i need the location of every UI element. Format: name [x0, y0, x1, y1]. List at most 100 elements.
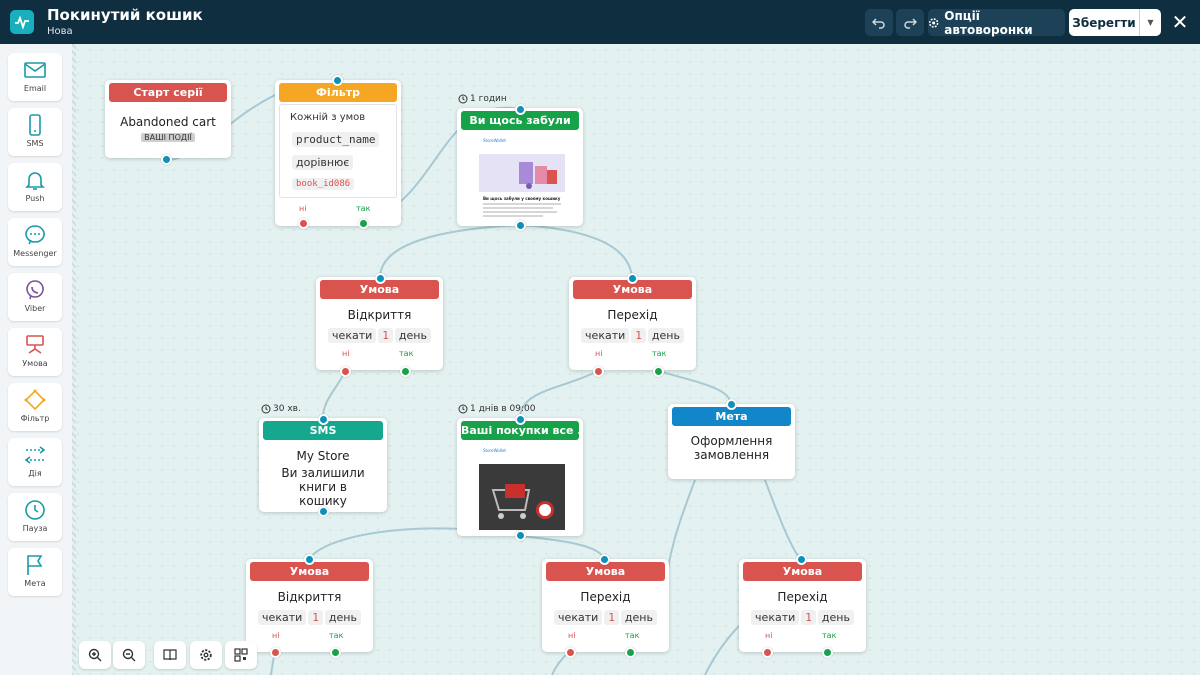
condition-node-3[interactable]: Умова Відкриття чекати 1 день ні так: [246, 559, 373, 652]
sms-sender: My Store: [296, 449, 350, 463]
start-node[interactable]: Старт серії Abandoned cart ВАШІ ПОДІЇ: [105, 80, 231, 158]
guide-button[interactable]: [154, 641, 186, 669]
email-brand: StoreWallet: [483, 138, 506, 143]
status-label: Нова: [47, 26, 73, 37]
wait-unit: день: [647, 328, 684, 343]
cond4-yes-port[interactable]: [625, 647, 636, 658]
tool-push[interactable]: Push: [8, 163, 62, 211]
wait-period: чекати 1 день: [739, 610, 866, 625]
viber-icon: [26, 280, 44, 300]
condition-node-1[interactable]: Умова Відкриття чекати 1 день ні так: [316, 277, 443, 370]
clock-icon: [458, 94, 468, 104]
sms-output-port[interactable]: [318, 506, 329, 517]
condition-type: Перехід: [607, 308, 658, 322]
filter-node[interactable]: Фільтр Кожній з умов product_name дорівн…: [275, 80, 401, 226]
tool-condition[interactable]: Умова: [8, 328, 62, 376]
undo-button[interactable]: [865, 9, 893, 36]
node-header: SMS: [263, 421, 383, 440]
start-output-port[interactable]: [161, 154, 172, 165]
zoom-in-button[interactable]: [79, 641, 111, 669]
email-text-line: [483, 215, 543, 217]
tool-messenger[interactable]: Messenger: [8, 218, 62, 266]
cond5-no-port[interactable]: [762, 647, 773, 658]
delay-label: 30 хв.: [273, 404, 301, 414]
sms-node[interactable]: SMS My Store Ви залишили книги в кошику: [259, 418, 387, 512]
email2-output-port[interactable]: [515, 530, 526, 541]
node-header: Умова: [320, 280, 439, 299]
delay-label: 1 днів в 09:00: [470, 404, 536, 414]
wait-number: 1: [378, 328, 393, 343]
clock-icon: [261, 404, 271, 414]
filter-value: book_id086: [292, 178, 355, 190]
filter-input-port[interactable]: [332, 75, 343, 86]
chevron-down-icon[interactable]: ▼: [1147, 18, 1154, 27]
email2-input-port[interactable]: [515, 414, 526, 425]
delay-timer: 30 хв.: [261, 404, 301, 414]
element-toolbox: Email SMS Push Messenger Viber Умова Філ…: [0, 44, 72, 675]
email1-input-port[interactable]: [515, 104, 526, 115]
email-text-line: [483, 211, 557, 213]
save-divider: [1139, 9, 1140, 36]
cond4-no-port[interactable]: [565, 647, 576, 658]
filter-yes-port[interactable]: [358, 218, 369, 229]
tool-email[interactable]: Email: [8, 53, 62, 101]
goal-node[interactable]: Мета Оформлення замовлення: [668, 404, 795, 479]
minimap-button[interactable]: [225, 641, 257, 669]
undo-icon: [872, 17, 885, 29]
cond3-yes-port[interactable]: [330, 647, 341, 658]
app-logo-icon[interactable]: [10, 10, 34, 34]
save-button[interactable]: Зберегти ▼: [1069, 9, 1161, 36]
cond1-input-port[interactable]: [375, 273, 386, 284]
node-header: Ваші покупки все ...: [461, 421, 579, 440]
sms-icon: [29, 114, 41, 136]
clock-icon: [458, 404, 468, 414]
cond3-no-port[interactable]: [270, 647, 281, 658]
cond2-no-port[interactable]: [593, 366, 604, 377]
redo-button[interactable]: [896, 9, 924, 36]
tool-action[interactable]: Дія: [8, 438, 62, 486]
yes-branch-label: так: [356, 204, 371, 213]
flag-icon: [27, 555, 43, 575]
cond4-input-port[interactable]: [599, 554, 610, 565]
wait-label: чекати: [581, 328, 630, 343]
funnel-options-button[interactable]: Опції автоворонки: [928, 8, 1065, 37]
zoom-out-button[interactable]: [113, 641, 145, 669]
cond1-no-port[interactable]: [340, 366, 351, 377]
condition-node-4[interactable]: Умова Перехід чекати 1 день ні так: [542, 559, 669, 652]
funnel-options-label: Опції автоворонки: [944, 8, 1033, 37]
tool-pause[interactable]: Пауза: [8, 493, 62, 541]
no-branch-label: ні: [299, 204, 307, 213]
tool-filter[interactable]: Фільтр: [8, 383, 62, 431]
book-icon: [163, 649, 177, 661]
email-node-1[interactable]: Ви щось забули StoreWallet Ви щось забул…: [457, 108, 583, 226]
wait-label: чекати: [554, 610, 603, 625]
email-banner-image: [479, 464, 565, 530]
cond2-yes-port[interactable]: [653, 366, 664, 377]
email-node-2[interactable]: Ваші покупки все ... StoreWallet: [457, 418, 583, 536]
wait-period: чекати 1 день: [316, 328, 443, 343]
tool-goal[interactable]: Мета: [8, 548, 62, 596]
sms-input-port[interactable]: [318, 414, 329, 425]
no-branch-label: ні: [568, 631, 576, 640]
tool-label: Messenger: [13, 249, 57, 258]
tool-sms[interactable]: SMS: [8, 108, 62, 156]
wait-unit: день: [324, 610, 361, 625]
close-icon[interactable]: ✕: [1171, 10, 1189, 34]
goal-input-port[interactable]: [726, 399, 737, 410]
cond5-yes-port[interactable]: [822, 647, 833, 658]
node-header: Ви щось забули: [461, 111, 579, 130]
cond3-input-port[interactable]: [304, 554, 315, 565]
condition-node-2[interactable]: Умова Перехід чекати 1 день ні так: [569, 277, 696, 370]
cond1-yes-port[interactable]: [400, 366, 411, 377]
email1-output-port[interactable]: [515, 220, 526, 231]
settings-button[interactable]: [190, 641, 222, 669]
node-header: Умова: [743, 562, 862, 581]
gear-icon: [200, 649, 212, 661]
tool-viber[interactable]: Viber: [8, 273, 62, 321]
wait-period: чекати 1 день: [569, 328, 696, 343]
condition-node-5[interactable]: Умова Перехід чекати 1 день ні так: [739, 559, 866, 652]
cond5-input-port[interactable]: [796, 554, 807, 565]
cond2-input-port[interactable]: [627, 273, 638, 284]
bell-icon: [25, 172, 45, 190]
filter-no-port[interactable]: [298, 218, 309, 229]
